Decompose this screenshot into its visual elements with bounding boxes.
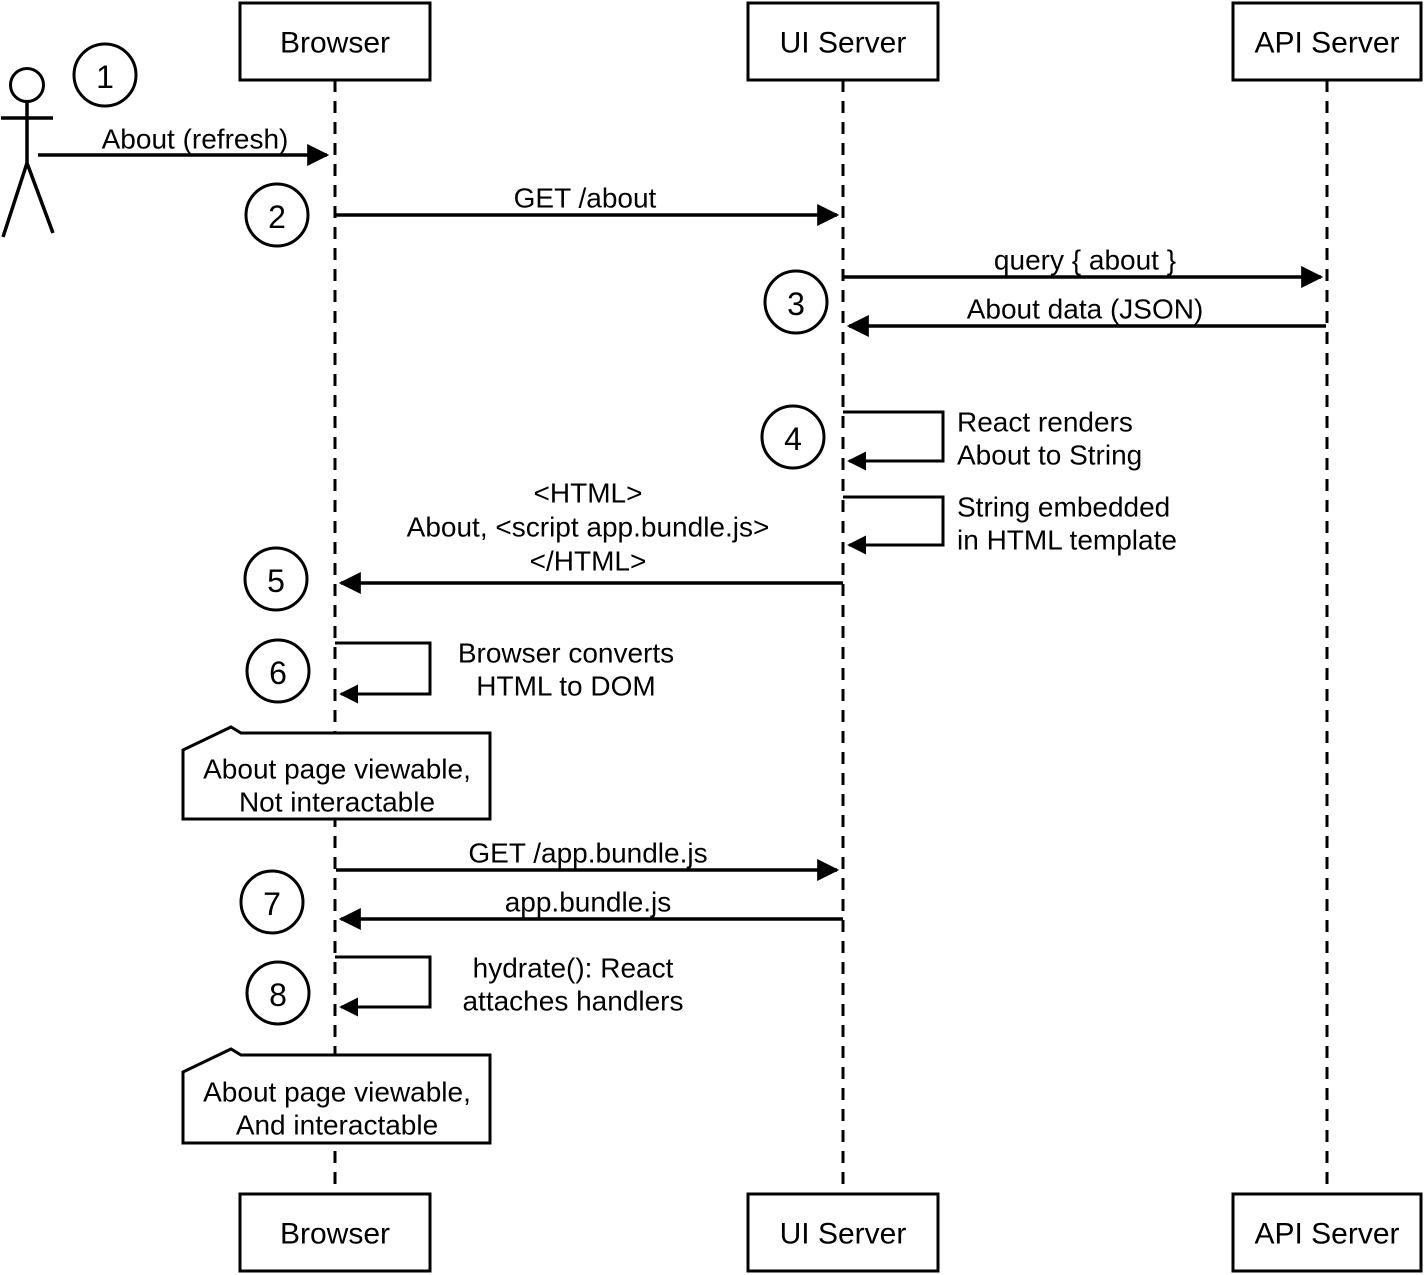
message-label-get-about: GET /about [514, 183, 657, 214]
participant-label-api-server-top: API Server [1254, 27, 1399, 60]
user-actor-icon [1, 67, 55, 238]
step-badge-7: 7 [239, 869, 305, 935]
self-message-browser-converts [335, 641, 432, 704]
step-number-8: 8 [269, 977, 287, 1013]
self-message-string-embedded [843, 495, 945, 555]
step-badge-5: 5 [243, 546, 309, 612]
step-badge-4: 4 [760, 404, 826, 470]
step-number-3: 3 [787, 286, 805, 322]
participant-api-server-top: API Server [1231, 1, 1423, 82]
message-label-html-line3: </HTML> [530, 546, 647, 577]
note-page-viewable-and-interactable: About page viewable, And interactable [181, 1047, 492, 1145]
step-badge-2: 2 [244, 182, 310, 248]
message-label-query-about: query { about } [994, 245, 1176, 276]
message-label-browser-converts-line1: Browser converts [458, 638, 674, 669]
message-label-hydrate-line1: hydrate(): React [473, 953, 674, 984]
participant-label-browser-bottom: Browser [280, 1218, 390, 1251]
message-label-react-renders-line1: React renders [957, 407, 1133, 438]
self-message-hydrate [335, 955, 432, 1017]
step-number-7: 7 [263, 886, 281, 922]
step-number-4: 4 [784, 421, 802, 457]
participant-label-api-server-bottom: API Server [1254, 1218, 1399, 1251]
message-label-html-line2: About, <script app.bundle.js> [407, 512, 770, 543]
message-label-get-bundle: GET /app.bundle.js [468, 838, 707, 869]
message-label-browser-converts-line2: HTML to DOM [476, 671, 655, 702]
step-number-6: 6 [269, 655, 287, 691]
participant-label-ui-server-bottom: UI Server [780, 1218, 907, 1251]
participant-browser-bottom: Browser [238, 1192, 432, 1273]
participant-ui-server-bottom: UI Server [746, 1192, 940, 1273]
step-number-2: 2 [268, 199, 286, 235]
message-label-about-data-json: About data (JSON) [967, 294, 1204, 325]
participant-ui-server-top: UI Server [746, 1, 940, 82]
step-number-5: 5 [267, 563, 285, 599]
message-label-react-renders-line2: About to String [957, 440, 1142, 471]
note1-line1: About page viewable, [203, 754, 471, 785]
participant-label-browser-top: Browser [280, 27, 390, 60]
message-label-bundle-response: app.bundle.js [505, 887, 672, 918]
step-badge-6: 6 [245, 638, 311, 704]
participant-label-ui-server-top: UI Server [780, 27, 907, 60]
participant-api-server-bottom: API Server [1231, 1192, 1423, 1273]
step-badge-1: 1 [72, 42, 138, 108]
message-label-about-refresh: About (refresh) [102, 124, 289, 155]
message-label-string-embedded-line1: String embedded [957, 492, 1170, 523]
self-message-react-renders [843, 410, 945, 471]
step-badge-3: 3 [763, 269, 829, 335]
message-label-html-line1: <HTML> [534, 478, 643, 509]
note-page-viewable-not-interactable: About page viewable, Not interactable [181, 725, 492, 821]
note2-line1: About page viewable, [203, 1077, 471, 1108]
message-label-string-embedded-line2: in HTML template [957, 525, 1177, 556]
note2-line2: And interactable [236, 1110, 438, 1141]
participant-browser-top: Browser [238, 1, 432, 82]
note1-line2: Not interactable [239, 787, 435, 818]
step-badge-8: 8 [245, 960, 311, 1026]
message-label-hydrate-line2: attaches handlers [462, 986, 683, 1017]
step-number-1: 1 [96, 59, 114, 95]
